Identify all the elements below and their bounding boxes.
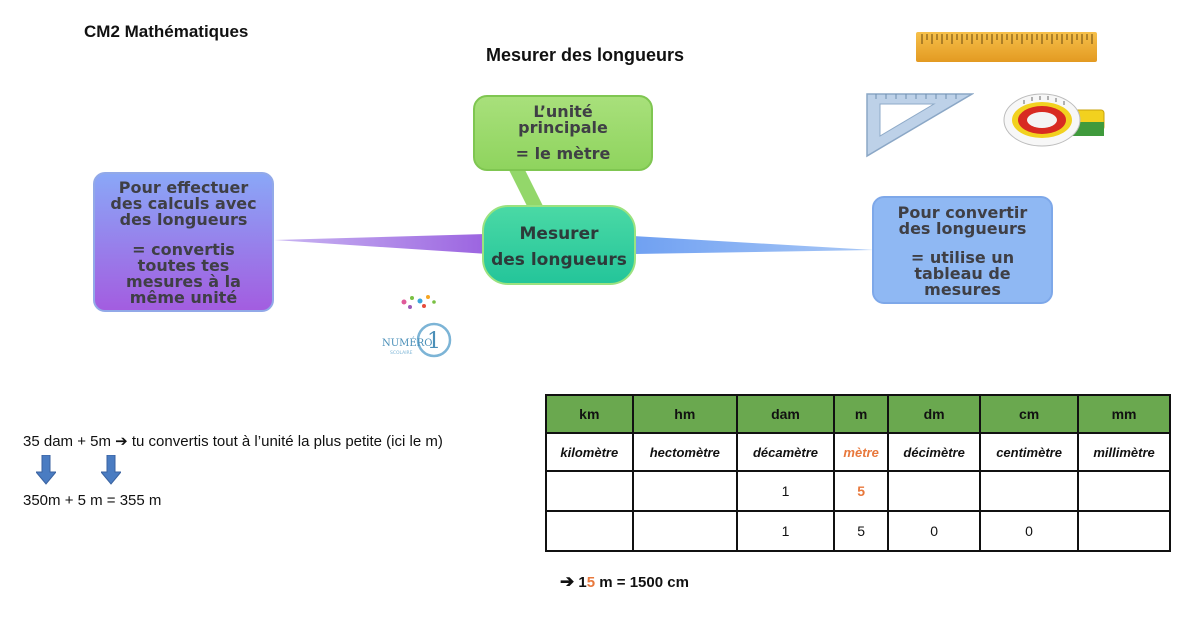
bubble-calculations-line: Pour effectuer — [118, 178, 249, 197]
bubble-center-line1: Mesurer — [519, 224, 599, 244]
connector-right — [632, 236, 874, 254]
bubble-main-unit-line3: = le mètre — [515, 144, 611, 163]
bubble-main-unit-line1: L’unité — [533, 102, 593, 121]
table-cell: mètre — [833, 432, 890, 472]
table-header-cell: km — [545, 394, 634, 434]
bubble-conversion-line: tableau de — [914, 264, 1011, 283]
example-result: 350m + 5 m = 355 m — [23, 492, 162, 509]
bubble-conversion-line: des longueurs — [898, 219, 1027, 238]
table-cell — [1077, 510, 1171, 552]
table-cell: 0 — [979, 510, 1080, 552]
bubble-calculations-line: mesures à la — [126, 272, 241, 291]
table-header-row: km hm dam m dm cm mm — [545, 394, 1171, 434]
arrow-right-icon: ➔ — [560, 572, 575, 591]
result-digit: 1 — [578, 574, 587, 591]
bubble-center: Mesurer des longueurs — [482, 205, 636, 285]
example-sum: 35 dam + 5m ➔ tu convertis tout à l’unit… — [23, 433, 443, 450]
table-cell: millimètre — [1077, 432, 1171, 472]
bubble-calculations-line: = convertis — [132, 240, 235, 259]
logo-word: NUMÉRO — [382, 337, 432, 349]
bubble-calculations-line: des calculs avec — [110, 194, 257, 213]
table-row: 1 5 — [545, 470, 1171, 512]
bubble-main-unit-line2: principale — [518, 118, 608, 137]
arrow-down-icon — [36, 455, 56, 485]
table-cell — [631, 510, 738, 552]
set-square-image — [866, 93, 974, 158]
bubble-conversion-line: = utilise un — [910, 248, 1015, 267]
table-header-cell: cm — [979, 394, 1080, 434]
bubble-calculations: Pour effectuer des calculs avec des long… — [93, 172, 274, 312]
bubble-main-unit: L’unité principale = le mètre — [473, 95, 653, 171]
table-cell: hectomètre — [631, 432, 738, 472]
table-cell: 5 — [833, 510, 890, 552]
bubble-center-line2: des longueurs — [491, 250, 627, 270]
numero1-logo: 1 NUMÉRO SCOLAIRE — [382, 295, 452, 358]
table-header-cell: mm — [1077, 394, 1171, 434]
bubble-conversion-line: Pour convertir — [897, 203, 1028, 222]
bubble-calculations-line: toutes tes — [137, 256, 230, 275]
table-header-cell: hm — [631, 394, 738, 434]
table-cell: décamètre — [735, 432, 836, 472]
table-cell: 0 — [887, 510, 982, 552]
table-cell: décimètre — [887, 432, 982, 472]
result-digit-highlight: 5 — [586, 574, 596, 591]
ruler-image — [916, 32, 1097, 62]
table-cell — [545, 470, 634, 512]
bubble-calculations-line: même unité — [129, 288, 238, 307]
connector-top — [508, 168, 545, 212]
conversion-result: ➔ 15 m = 1500 cm — [560, 572, 689, 592]
conversion-table: km hm dam m dm cm mm kilomètre hectomètr… — [545, 394, 1171, 552]
logo-sub: SCOLAIRE — [390, 350, 413, 356]
table-header-cell: m — [833, 394, 890, 434]
logo-dots — [401, 295, 436, 309]
table-cell: 5 — [833, 470, 890, 512]
bubble-calculations-line: des longueurs — [119, 210, 248, 229]
tape-measure-image — [1003, 93, 1105, 147]
table-row: 1 5 0 0 — [545, 510, 1171, 552]
table-cell: centimètre — [979, 432, 1080, 472]
bubble-conversion-line: mesures — [924, 280, 1001, 299]
page-title: Mesurer des longueurs — [485, 45, 685, 65]
table-cell — [979, 470, 1080, 512]
table-cell — [887, 470, 982, 512]
connector-left — [274, 234, 488, 254]
course-heading: CM2 Mathématiques — [84, 22, 249, 41]
bubble-conversion: Pour convertir des longueurs = utilise u… — [872, 196, 1053, 304]
result-text: m = 1500 cm — [595, 574, 689, 591]
table-header-cell: dam — [735, 394, 836, 434]
table-cell — [545, 510, 634, 552]
table-unit-names-row: kilomètre hectomètre décamètre mètre déc… — [545, 432, 1171, 472]
table-cell — [631, 470, 738, 512]
table-cell — [1077, 470, 1171, 512]
table-cell: kilomètre — [545, 432, 634, 472]
table-cell: 1 — [735, 510, 836, 552]
arrow-down-icon — [101, 455, 121, 485]
table-header-cell: dm — [887, 394, 982, 434]
logo-digit: 1 — [427, 329, 441, 354]
table-cell: 1 — [735, 470, 836, 512]
